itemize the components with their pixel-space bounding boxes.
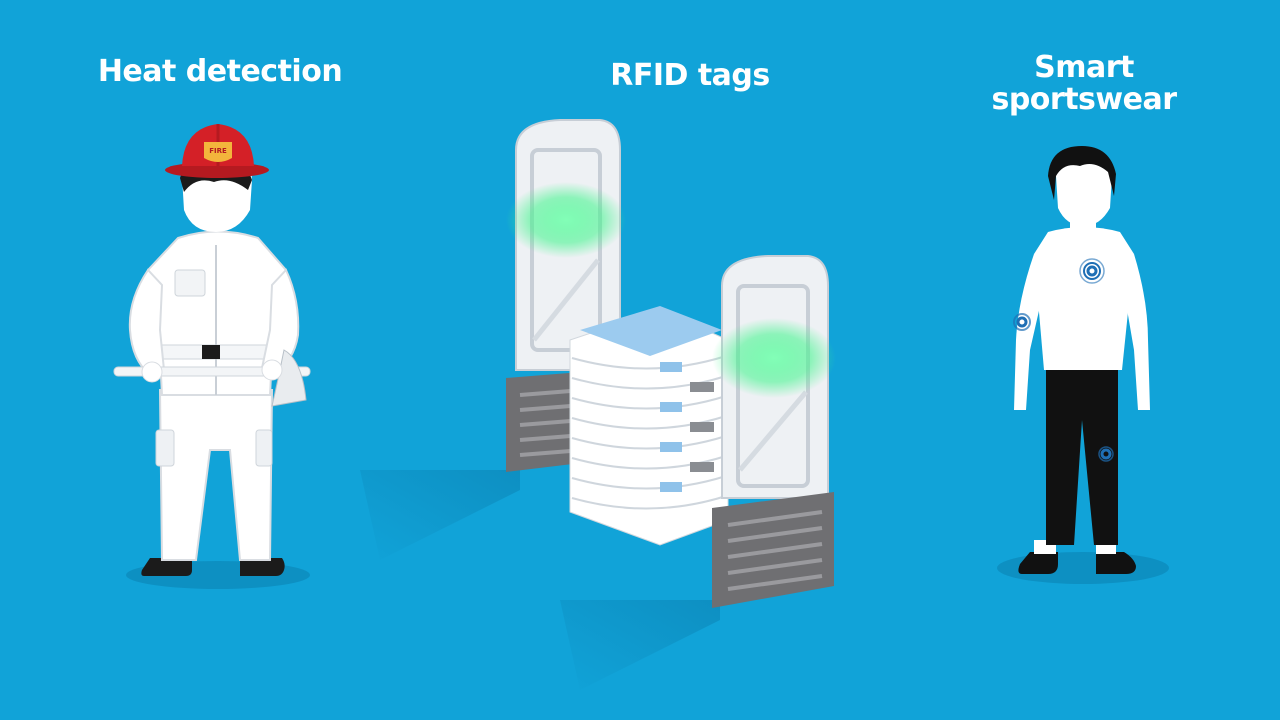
helmet-badge-text: FIRE xyxy=(209,147,227,155)
rfid-tags-title: RFID tags xyxy=(610,58,770,93)
person-icon xyxy=(997,146,1169,584)
sensor-ring-icon xyxy=(1013,258,1114,462)
smart-sportswear-title: Smart sportswear xyxy=(954,52,1214,116)
heat-detection-title: Heat detection xyxy=(97,54,343,89)
smart-sportswear-title-line-2: sportswear xyxy=(991,82,1177,117)
fire-helmet-icon: FIRE xyxy=(165,124,269,178)
axe-icon xyxy=(113,349,311,407)
firefighter-icon: FIRE xyxy=(113,124,311,589)
smart-sportswear-title-line-1: Smart xyxy=(1034,50,1134,85)
towel-stack-icon xyxy=(569,306,729,546)
rfid-gate-icon xyxy=(360,119,836,690)
